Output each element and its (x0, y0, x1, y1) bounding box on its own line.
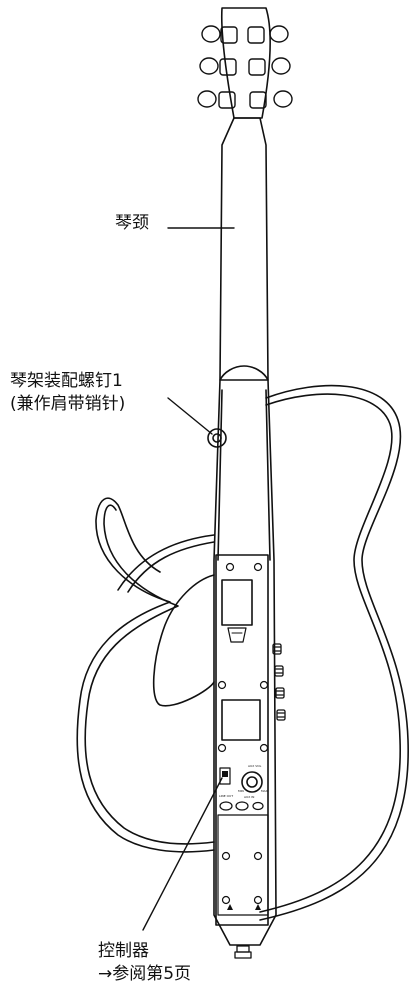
rear-panel (215, 554, 269, 926)
controls-label-line2: →参阅第5页 (98, 964, 192, 984)
battery-compartment (221, 579, 253, 643)
body-frame (76, 384, 409, 921)
end-pin-icon (234, 945, 252, 959)
neck-label: 琴颈 (115, 213, 149, 233)
min-label: MIN (238, 789, 244, 793)
controls-label-line1: 控制器 (98, 941, 149, 961)
strap-pin-leader-line (167, 397, 213, 435)
headstock (197, 7, 293, 119)
output-jacks-icon (219, 801, 264, 811)
strap-pin-icon (207, 428, 227, 448)
strap-pin-callout: 琴架装配螺钉1 (兼作肩带销针) (10, 370, 125, 416)
neck-callout: 琴颈 (115, 212, 149, 235)
neck (219, 117, 269, 381)
tuning-pegs (197, 25, 293, 109)
display-window (221, 699, 261, 741)
line-out-switch (219, 767, 231, 785)
controls-callout: 控制器 →参阅第5页 (98, 940, 191, 986)
aux-vol-label: AUX VOL (248, 764, 262, 768)
aux-vol-knob-icon (241, 771, 263, 793)
aux-in-label: AUX IN (244, 795, 254, 799)
controls-leader-line (142, 777, 223, 931)
strap-pin-label-line2: (兼作肩带销针) (10, 394, 126, 414)
center-body: AUX VOL LINE OUT AUX IN MIN MAX (207, 365, 286, 959)
panel-screws (217, 562, 269, 905)
leader-lines (142, 227, 235, 931)
max-label: MAX (261, 789, 268, 793)
side-knobs-icon (272, 643, 286, 721)
line-out-label: LINE OUT (219, 794, 233, 798)
strap-pin-label-line1: 琴架装配螺钉1 (10, 371, 123, 391)
arrow-marks (227, 904, 261, 910)
